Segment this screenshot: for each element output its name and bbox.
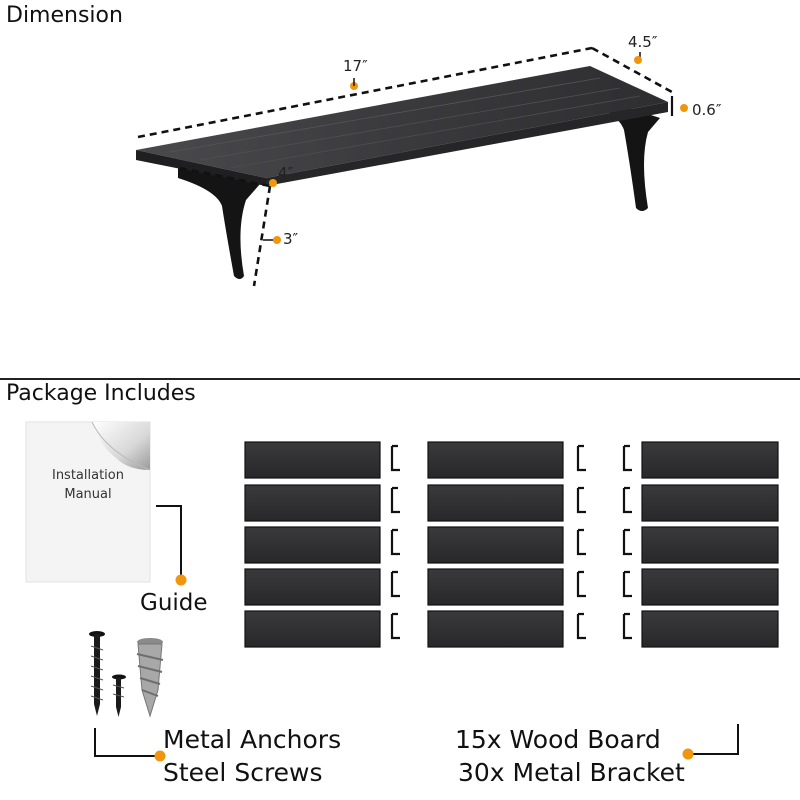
shelf-board — [136, 66, 668, 186]
depth-dashline — [591, 46, 673, 94]
manual-line-1: Installation — [51, 468, 124, 483]
bracket-height-label: 3″ — [283, 230, 299, 248]
depth-label: 4.5″ — [628, 33, 658, 51]
thickness-dot — [680, 104, 688, 112]
manual-line-2: Manual — [64, 487, 112, 502]
shelf-dimension-illustration — [136, 46, 688, 287]
screws-and-anchor — [89, 631, 164, 718]
contents-line-1: 15x Wood Board — [455, 725, 661, 754]
dimension-heading: Dimension — [6, 3, 123, 28]
guide-label: Guide — [140, 590, 208, 616]
bracket-depth-dot — [269, 179, 277, 187]
wood-boards — [244, 441, 779, 648]
depth-dot — [634, 56, 642, 64]
bracket-depth-dashline — [179, 166, 271, 188]
length-label: 17″ — [343, 57, 368, 75]
hardware-line-1: Metal Anchors — [163, 725, 342, 754]
manual-title: Installation Manual — [36, 466, 140, 504]
right-bracket — [580, 92, 660, 211]
package-heading: Package Includes — [6, 381, 196, 406]
manual-booklet — [25, 421, 151, 583]
bracket-height-dot — [273, 236, 281, 244]
hardware-line-2: Steel Screws — [163, 758, 323, 787]
left-bracket — [178, 168, 260, 279]
contents-line-2: 30x Metal Bracket — [458, 758, 685, 787]
bracket-height-dashline — [252, 185, 272, 287]
section-divider — [0, 378, 800, 380]
thickness-label: 0.6″ — [692, 101, 722, 119]
length-dashline — [137, 46, 593, 139]
bracket-depth-label: 4″ — [278, 164, 294, 182]
metal-brackets — [390, 444, 632, 640]
